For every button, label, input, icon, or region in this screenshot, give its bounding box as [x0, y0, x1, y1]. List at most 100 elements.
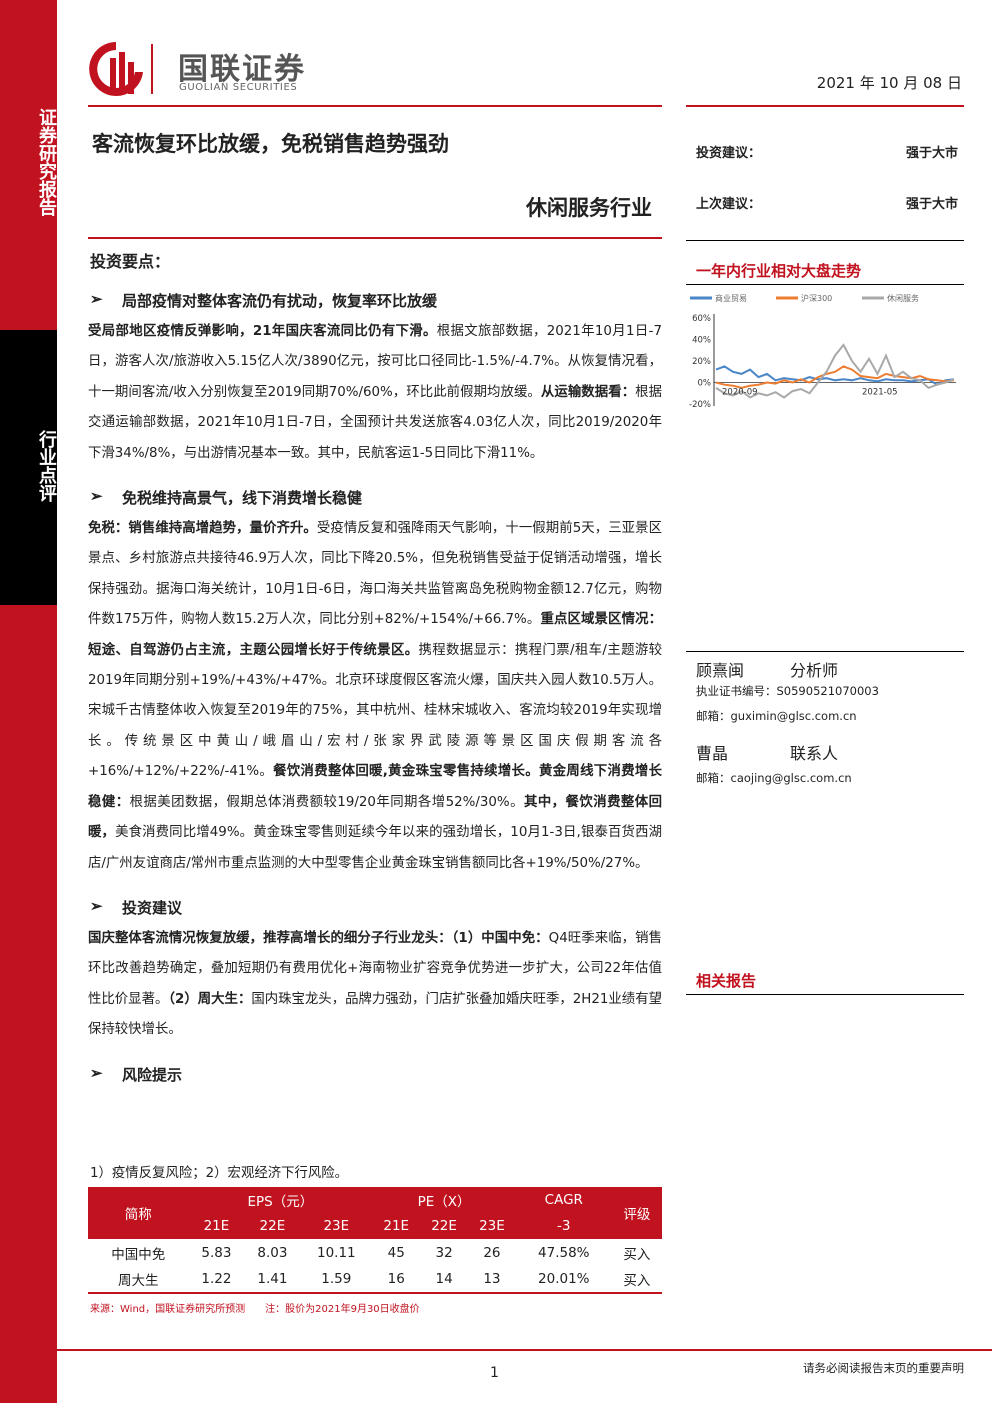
valuation-table: 简称 EPS（元） PE（X） CAGR 评级 21E 22E 23E 21E … [88, 1187, 662, 1294]
series-line [715, 343, 955, 399]
section-heading-text: 投资建议 [122, 898, 183, 917]
legend-label: 沪深300 [801, 293, 832, 303]
table-cell: 47.58% [538, 1244, 590, 1261]
emphasis-text: 从运输数据看： [540, 384, 636, 400]
analyst-divider [686, 651, 964, 652]
emphasis-text: 其中，餐饮消费整体回暖， [88, 794, 663, 841]
rating-label: 投资建议： [696, 146, 762, 161]
table-header-rating: 评级 [611, 1187, 662, 1239]
section-paragraph: 国庆整体客流情况恢复放缓，推荐高增长的细分子行业龙头：（1）中国中免：Q4旺季来… [88, 924, 662, 1046]
table-row: 周大生 1.22 1.41 1.59 16 14 13 20.01% 买入 [88, 1266, 662, 1294]
table-cell-rating: 买入 [611, 1266, 662, 1294]
arrow-bullet-icon: ➢ [90, 487, 103, 506]
table-cell: 1.59 [300, 1266, 373, 1294]
previous-rating-value: 强于大市 [905, 197, 958, 212]
sidebar-report-type: 证券研究报告 [36, 108, 57, 216]
section-heading: ➢投资建议 [90, 897, 662, 918]
table-row: 中国中免 5.83 8.03 10.11 45 32 26 47.58% 买入 [88, 1239, 662, 1266]
report-date: 2021 年 10 月 08 日 [816, 74, 962, 92]
section-heading-text: 免税维持高景气，线下消费增长稳健 [122, 489, 363, 508]
analyst-role: 分析师 [790, 661, 839, 680]
footer-divider [57, 1349, 992, 1351]
table-source-note: 来源：Wind，国联证券研究所预测 注：股价为2021年9月30日收盘价 [90, 1304, 420, 1315]
analyst-name: 顾熹闽 [696, 661, 745, 680]
relative-performance-title: 一年内行业相对大盘走势 [696, 262, 862, 280]
table-header-year: 23E [300, 1213, 373, 1239]
investment-points-title: 投资要点： [90, 252, 171, 271]
sidebar-top-band [0, 0, 57, 330]
arrow-bullet-icon: ➢ [90, 290, 103, 308]
table-cell: 32 [435, 1244, 453, 1261]
table-cell: 20.01% [515, 1266, 612, 1294]
table-header-year: 23E [468, 1213, 516, 1239]
table-cell: 45 [387, 1244, 405, 1261]
sidebar-middle-band [0, 330, 57, 605]
body-text: 携程数据显示：携程门票/租车/主题游较2019年同期分别+19%/+43%/+4… [88, 642, 662, 780]
table-cell: 1.22 [188, 1266, 245, 1294]
table-header-cagr: CAGR [515, 1187, 612, 1213]
table-cell: 8.03 [257, 1244, 288, 1261]
report-title: 客流恢复环比放缓，免税销售趋势强劲 [92, 131, 449, 156]
footer-disclaimer: 请务必阅读报告末页的重要声明 [803, 1361, 964, 1375]
section-heading-text: 局部疫情对整体客流仍有扰动，恢复率环比放缓 [122, 292, 438, 310]
industry-name: 休闲服务行业 [526, 195, 652, 220]
emphasis-text: （2）周大生： [168, 991, 252, 1007]
brand-name-en: GUOLIAN SECURITIES [179, 82, 298, 93]
x-tick-label: 2020-09 [722, 388, 758, 398]
table-cell: 16 [372, 1266, 421, 1294]
rating-value: 强于大市 [905, 146, 958, 161]
risk-text: 1）疫情反复风险；2）宏观经济下行风险。 [90, 1166, 349, 1181]
table-cell-name: 中国中免 [111, 1246, 166, 1263]
legend-label: 休闲服务 [887, 293, 919, 303]
body-text: 根据文旅部数据，2021年10月1日-7日，游客人次/旅游收入5.15亿人次/3… [88, 324, 662, 400]
table-cell: 1.41 [244, 1266, 301, 1294]
x-tick-label: 2021-05 [862, 388, 898, 398]
y-tick-label: 60% [692, 314, 711, 324]
page-number: 1 [490, 1365, 499, 1381]
body-text: 国内珠宝龙头，品牌力强劲，门店扩张叠加婚庆旺季，2H21业绩有望保持较快增长。 [88, 991, 662, 1038]
table-cell: 26 [483, 1244, 501, 1261]
table-header-year: 21E [372, 1213, 421, 1239]
related-reports-title: 相关报告 [696, 972, 757, 990]
body-sections: ➢ 局部疫情对整体客流仍有扰动，恢复率环比放缓受局部地区疫情反弹影响，21年国庆客… [88, 290, 662, 1085]
table-cell: 5.83 [201, 1244, 232, 1261]
contact-email: 邮箱：caojing@glsc.com.cn [696, 771, 852, 785]
legend-label: 商业贸易 [715, 293, 747, 303]
previous-rating-label: 上次建议： [696, 197, 762, 212]
related-reports-divider [686, 994, 964, 995]
sidebar-bottom-band [0, 605, 57, 1403]
rating-divider [686, 240, 964, 241]
series-line [715, 365, 955, 389]
sidebar-report-category: 行业点评 [36, 430, 57, 502]
chart-title-divider [686, 284, 964, 285]
analyst-email: 邮箱：guximin@glsc.com.cn [696, 709, 857, 723]
table-cell: 10.11 [317, 1244, 356, 1261]
table-cell: 14 [420, 1266, 469, 1294]
header-divider [88, 105, 662, 107]
y-tick-label: 0% [698, 379, 712, 389]
body-text: 根据美团数据，假期总体消费额较19/20年同期各增52%/30%。 [129, 794, 524, 810]
section-heading: ➢ 局部疫情对整体客流仍有扰动，恢复率环比放缓 [90, 290, 662, 311]
table-header-pe: PE（X） [372, 1187, 516, 1213]
analyst-license: 执业证书编号：S0590521070003 [696, 684, 879, 698]
title-divider [88, 237, 662, 239]
table-header-year: 22E [420, 1213, 469, 1239]
arrow-bullet-icon: ➢ [90, 1063, 103, 1082]
section-heading: ➢风险提示 [90, 1064, 662, 1085]
series-line [715, 365, 955, 386]
brand-name-cn: 国联证券 [178, 52, 306, 87]
body-text: 美食消费同比增49%。黄金珠宝零售则延续今年以来的强劲增长，10月1-3日,银泰… [88, 825, 662, 871]
table-cell: 13 [468, 1266, 516, 1294]
table-cell-name: 周大生 [88, 1266, 189, 1294]
table-header-cagr-sub: -3 [515, 1213, 612, 1239]
table-header-name: 简称 [88, 1187, 189, 1239]
table-header-year: 22E [244, 1213, 301, 1239]
guolian-logo [89, 42, 153, 96]
section-heading: ➢ 免税维持高景气，线下消费增长稳健 [90, 487, 662, 508]
emphasis-text: 国庆整体客流情况恢复放缓，推荐高增长的细分子行业龙头：（1）中国中免： [88, 930, 549, 946]
y-tick-label: 20% [692, 357, 711, 367]
section-paragraph: 受局部地区疫情反弹影响，21年国庆客流同比仍有下滑。根据文旅部数据，2021年1… [88, 317, 662, 469]
sidebar: 证券研究报告 行业点评 [0, 0, 57, 1403]
y-tick-label: 40% [692, 336, 711, 346]
table-cell-rating: 买入 [623, 1246, 651, 1263]
